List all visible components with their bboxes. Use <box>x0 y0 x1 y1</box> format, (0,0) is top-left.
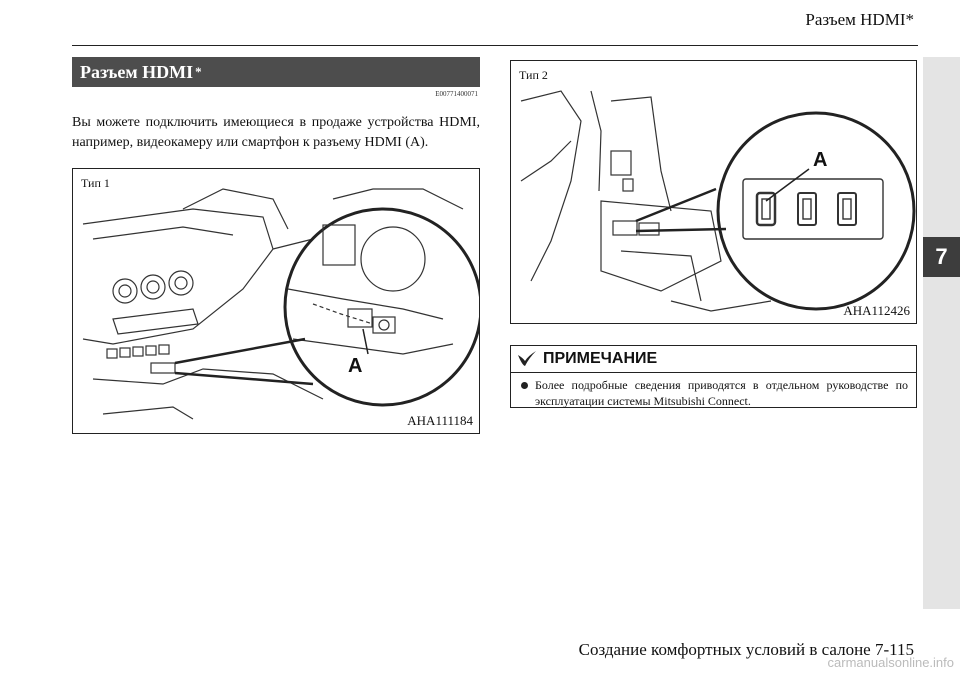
section-title-bar: Разъем HDMI* <box>72 57 480 87</box>
dashboard-illustration-1 <box>82 188 479 420</box>
section-title: Разъем HDMI <box>80 61 194 82</box>
console-illustration-2 <box>520 90 916 312</box>
page-header-title: Разъем HDMI* <box>805 10 914 29</box>
check-icon <box>518 351 536 366</box>
note-header: ПРИМЕЧАНИЕ <box>511 346 916 373</box>
bullet-icon <box>521 382 528 389</box>
header-divider <box>72 45 918 46</box>
chapter-side-tab <box>923 57 960 609</box>
figure-type-1: Тип 1 A AHA111184 <box>72 168 480 434</box>
note-title: ПРИМЕЧАНИЕ <box>543 350 658 367</box>
figure-1-label: Тип 1 <box>81 176 110 190</box>
note-body: Более подробные сведения приводятся в от… <box>511 373 916 409</box>
section-asterisk: * <box>195 64 202 79</box>
figure-1-code: AHA111184 <box>407 413 473 428</box>
intro-paragraph: Вы можете подключить имеющиеся в продаже… <box>72 115 480 150</box>
note-box: ПРИМЕЧАНИЕ Более подробные сведения прив… <box>510 345 917 408</box>
note-text: Более подробные сведения приводятся в от… <box>535 378 908 408</box>
figure-2-callout: A <box>813 149 828 171</box>
figure-2-label: Тип 2 <box>519 68 548 82</box>
watermark: carmanualsonline.info <box>827 655 954 670</box>
page-footer: Создание комфортных условий в салоне 7-1… <box>578 640 914 659</box>
chapter-number: 7 <box>923 237 960 277</box>
section-code: E00771400071 <box>435 90 478 98</box>
figure-1-callout: A <box>348 355 363 377</box>
figure-type-2: Тип 2 A AHA112426 <box>510 60 917 324</box>
figure-2-code: AHA112426 <box>843 303 910 318</box>
